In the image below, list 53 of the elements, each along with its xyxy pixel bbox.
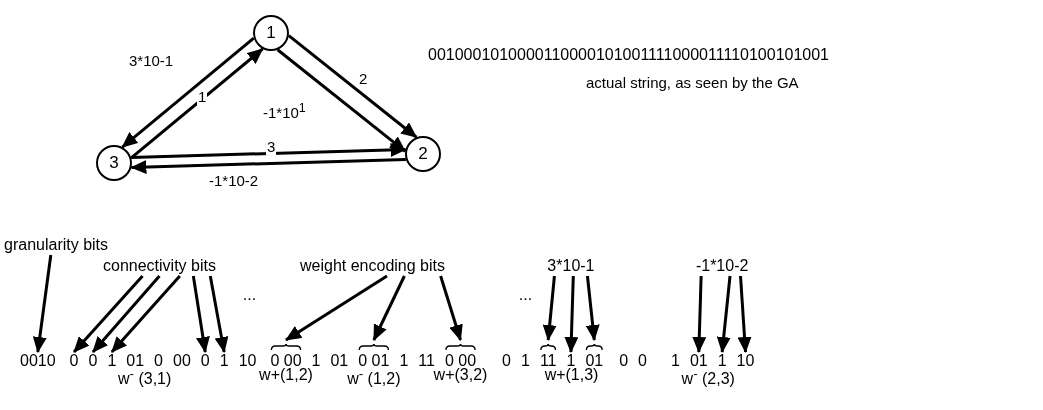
bit-group: 0	[200, 352, 210, 370]
edge-label: -1*10$^{1}$	[262, 100, 307, 121]
leader-arrow	[91, 275, 161, 353]
bit-group: 00	[173, 352, 191, 370]
bit-group: 0	[619, 352, 629, 370]
weight-label: w+(3,2)	[433, 366, 488, 384]
leader-arrow	[191, 275, 210, 353]
leader-arrow	[716, 275, 732, 353]
annotation-text: granularity bits	[4, 236, 109, 254]
leader-arrow	[439, 275, 463, 341]
leader-arrow	[585, 275, 600, 341]
leader-arrow	[692, 275, 707, 353]
leader-arrow	[564, 275, 579, 353]
leader-arrow	[285, 274, 388, 342]
weight-value-text: -1*10-2	[695, 257, 749, 275]
bit-group: 1	[107, 352, 117, 370]
bit-group: 0	[88, 352, 98, 370]
caption-text: actual string, as seen by the GA	[586, 74, 799, 91]
leader-arrow	[372, 275, 406, 341]
arrow	[130, 158, 406, 175]
leader-arrow	[72, 275, 144, 353]
node-circle: 3	[96, 145, 132, 181]
bit-group: 0	[69, 352, 79, 370]
annotation-text: connectivity bits	[103, 257, 216, 275]
bit-group: 10	[736, 352, 755, 370]
bit-group: 1	[219, 352, 229, 370]
bit-group: 01	[330, 352, 349, 370]
ellipsis: ...	[242, 286, 257, 304]
weight-value-text: 3*10-1	[547, 257, 595, 275]
bit-group: 0	[502, 352, 511, 370]
bit-group: 10	[238, 352, 257, 370]
ellipsis: ...	[518, 286, 533, 304]
bit-group: 0	[638, 352, 647, 370]
arrow	[121, 37, 255, 149]
bit-group: 11	[418, 352, 435, 370]
annotation-text: weight encoding bits	[300, 257, 445, 275]
bit-group: 0010	[20, 352, 56, 370]
arrow	[130, 47, 264, 159]
bit-group: 1	[399, 352, 409, 370]
leader-arrow	[208, 275, 229, 353]
weight-label: w+(1,2)	[259, 366, 313, 384]
leader-arrow	[32, 254, 53, 353]
bit-group: 1	[671, 352, 680, 370]
arrow	[276, 48, 407, 153]
leader-arrow	[110, 275, 181, 353]
leader-arrow	[737, 275, 752, 353]
leader-arrow	[542, 275, 557, 341]
node-circle: 1	[253, 15, 289, 51]
arrow	[287, 34, 418, 139]
bit-group: 1	[311, 352, 321, 370]
bit-string: 0010001010000110000101001111000011110100101001	[428, 46, 829, 64]
node-circle: 2	[405, 136, 441, 172]
bit-group: 1	[520, 352, 530, 370]
